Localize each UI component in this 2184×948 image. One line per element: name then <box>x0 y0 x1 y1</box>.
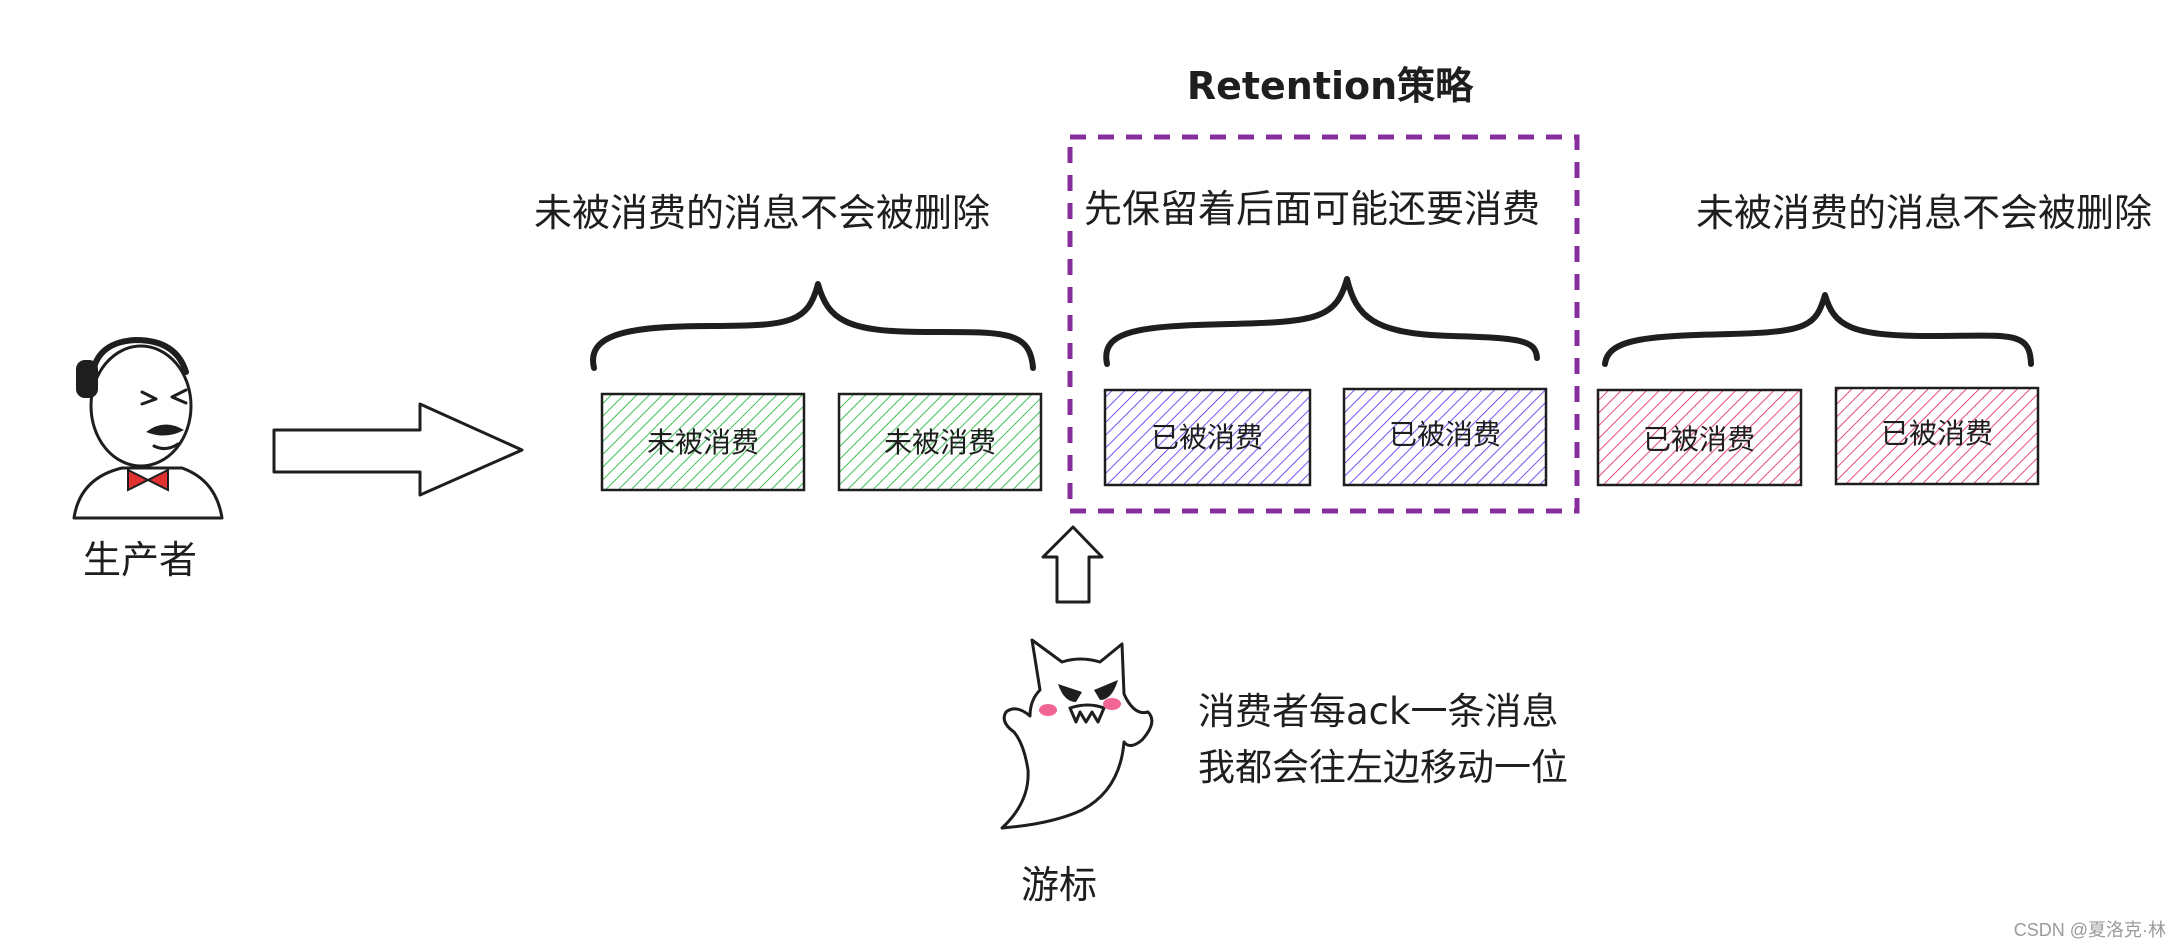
brace-left <box>590 281 1036 371</box>
producer-body <box>72 466 224 520</box>
cursor-note-line-2: 我都会往左边移动一位 <box>1198 746 1568 789</box>
producer-label: 生产者 <box>83 538 197 582</box>
ghost-body <box>1000 638 1154 830</box>
message-box-rect <box>1342 387 1548 487</box>
ghost-cheek-right <box>1103 698 1121 710</box>
brace-middle <box>1103 276 1540 367</box>
ghost-eye-right <box>1094 680 1118 700</box>
cursor-label: 游标 <box>1021 863 1097 907</box>
ghost-cheek-left <box>1039 704 1057 716</box>
message-box-rect <box>837 392 1043 492</box>
message-box: 已被消费 <box>1342 387 1548 487</box>
ghost-mouth <box>1068 703 1106 724</box>
message-box-label: 未被消费 <box>884 426 996 459</box>
message-box-label: 已被消费 <box>1151 421 1263 454</box>
producer-head <box>89 344 193 468</box>
message-box-label: 已被消费 <box>1881 417 1993 450</box>
message-box-label: 未被消费 <box>647 426 759 459</box>
headphone-ear-icon <box>76 360 98 398</box>
cursor-arrow-icon <box>1041 525 1104 604</box>
message-box-label: 已被消费 <box>1389 418 1501 451</box>
retention-region-border <box>1067 134 1580 514</box>
ghost-eye-left <box>1058 684 1082 702</box>
cursor-note-line-1: 消费者每ack一条消息 <box>1198 690 1558 733</box>
producer-figure <box>72 337 224 520</box>
bow-tie-icon <box>127 468 169 492</box>
message-box: 已被消费 <box>1596 388 1803 487</box>
caption-middle: 先保留着后面可能还要消费 <box>1084 187 1540 231</box>
message-box: 已被消费 <box>1834 386 2040 486</box>
watermark: CSDN @夏洛克·林 <box>2014 920 2166 940</box>
producer-eye-left <box>140 390 158 406</box>
message-box: 已被消费 <box>1103 388 1312 487</box>
producer-mouth <box>152 442 180 451</box>
message-box-label: 已被消费 <box>1643 423 1755 456</box>
retention-title: Retention策略 <box>1187 64 1474 108</box>
caption-left: 未被消费的消息不会被删除 <box>534 191 990 235</box>
ghost-cursor-figure <box>1000 638 1154 830</box>
producer-eye-right <box>170 388 188 405</box>
producer-arrow-icon <box>272 402 524 497</box>
message-box: 未被消费 <box>837 392 1043 492</box>
message-box-rect <box>1596 388 1803 487</box>
headphones-icon <box>88 337 189 395</box>
brace-right <box>1602 292 2034 367</box>
message-box: 未被消费 <box>600 392 806 492</box>
message-box-rect <box>1103 388 1312 487</box>
message-box-rect <box>600 392 806 492</box>
caption-right: 未被消费的消息不会被删除 <box>1696 191 2152 235</box>
message-box-rect <box>1834 386 2040 486</box>
producer-mustache <box>146 424 184 436</box>
